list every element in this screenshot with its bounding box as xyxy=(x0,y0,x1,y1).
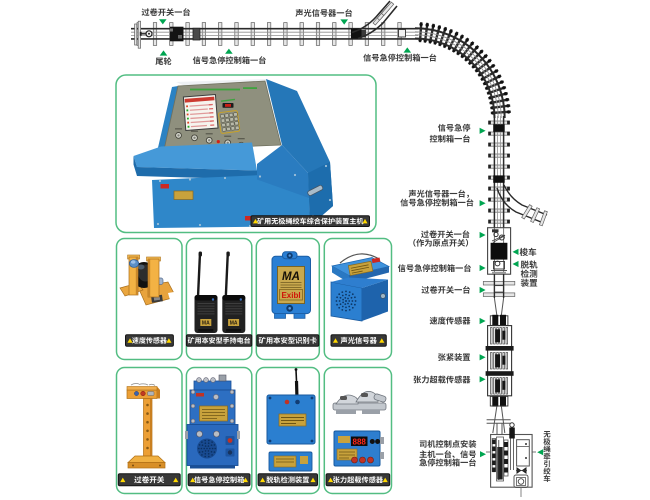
svg-text:MA: MA xyxy=(282,271,300,283)
svg-text:ExibI: ExibI xyxy=(281,291,300,300)
svg-text:MA: MA xyxy=(230,321,238,327)
svg-text:MA: MA xyxy=(202,321,210,327)
svg-text:888: 888 xyxy=(353,437,367,446)
